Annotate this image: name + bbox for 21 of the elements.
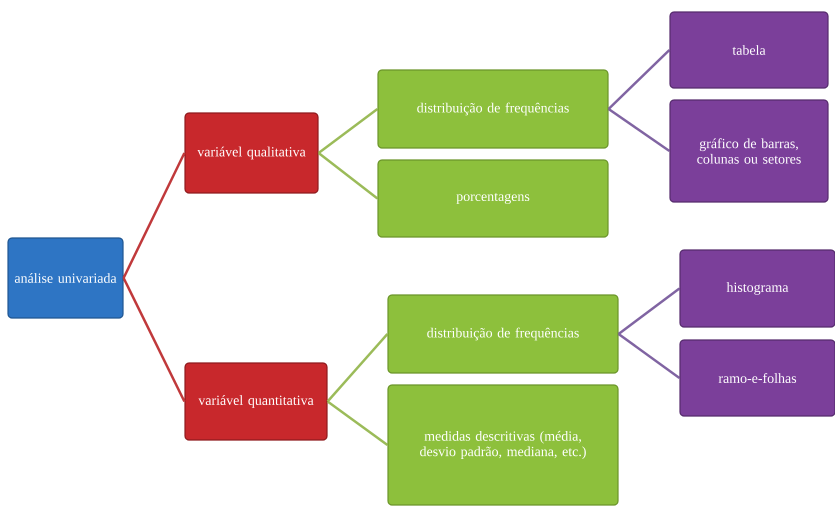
connector-line: [618, 288, 680, 335]
connector-line: [608, 108, 670, 152]
process-box: variável quantitativa: [184, 362, 328, 441]
process-box: variável qualitativa: [184, 112, 319, 194]
process-box: distribuição de frequências: [377, 69, 609, 149]
connector-line: [122, 277, 186, 402]
process-box: análise univariada: [7, 237, 124, 319]
process-box: gráfico de barras, colunas ou setores: [669, 99, 829, 203]
connector-line: [122, 152, 186, 279]
connector-line: [318, 152, 378, 200]
connector-line: [326, 333, 388, 402]
process-box: tabela: [669, 11, 829, 89]
connector-line: [318, 108, 378, 154]
process-box: histograma: [679, 249, 835, 328]
process-box: ramo-e-folhas: [679, 339, 835, 417]
connector-line: [608, 49, 670, 110]
connector-line: [326, 400, 388, 446]
process-box: distribuição de frequências: [387, 294, 619, 374]
connector-line: [618, 332, 680, 379]
process-box: medidas descritivas (média, desvio padrão, mediana, etc.): [387, 384, 619, 506]
process-box: porcentagens: [377, 159, 609, 238]
